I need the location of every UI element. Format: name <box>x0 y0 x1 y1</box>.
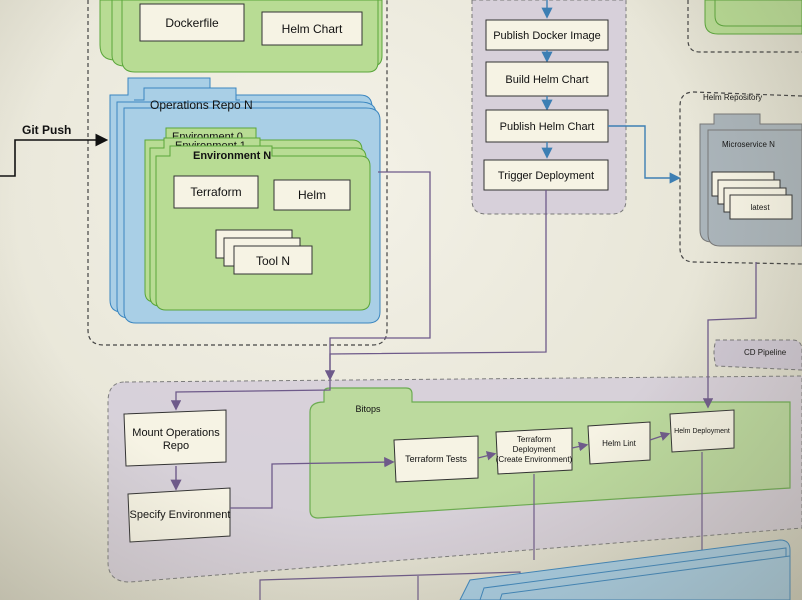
git-push-arrow: Git Push <box>0 123 109 177</box>
helm-deployment-box[interactable]: Helm Deployment <box>669 409 735 453</box>
helm-chart-top-box[interactable]: Helm Chart <box>261 11 363 46</box>
latest-label: latest <box>750 203 770 212</box>
helm-lint-box[interactable]: Helm Lint <box>587 421 651 465</box>
publish-helm-chart-box[interactable]: Publish Helm Chart <box>485 109 609 143</box>
trigger-deployment-label: Trigger Deployment <box>498 170 594 182</box>
cd-pipeline-label: CD Pipeline <box>744 348 787 357</box>
helm-repository-group: Helm Repository <box>679 91 802 265</box>
helm-chart-top-label: Helm Chart <box>282 22 343 36</box>
build-helm-chart-box[interactable]: Build Helm Chart <box>485 61 609 97</box>
bitops-label: Bitops <box>355 404 381 414</box>
dockerfile-box[interactable]: Dockerfile <box>139 3 245 42</box>
terraform-deployment-label-3: (Create Environment) <box>496 455 573 464</box>
publish-docker-image-box[interactable]: Publish Docker Image <box>485 19 609 51</box>
terraform-box[interactable]: Terraform <box>173 175 259 209</box>
microservice-n-label: Microservice N <box>722 140 775 149</box>
top-right-stack <box>687 0 802 53</box>
tool-n-stack[interactable]: Tool N <box>215 229 313 275</box>
tool-n-label: Tool N <box>256 254 290 268</box>
publish-docker-image-label: Publish Docker Image <box>493 30 601 42</box>
terraform-deployment-box[interactable]: Terraform Deployment (Create Environment… <box>495 427 573 475</box>
terraform-tests-box[interactable]: Terraform Tests <box>393 435 479 483</box>
operations-repo-label: Operations Repo N <box>150 98 253 112</box>
build-helm-chart-label: Build Helm Chart <box>505 74 588 86</box>
git-push-label: Git Push <box>22 123 71 137</box>
mount-operations-repo-label-2: Repo <box>163 440 189 452</box>
source-repo-group <box>87 0 388 346</box>
mount-operations-repo-label-1: Mount Operations <box>132 427 220 439</box>
helm-lint-label: Helm Lint <box>602 439 637 448</box>
dockerfile-label: Dockerfile <box>165 16 219 30</box>
environment-n-label: Environment N <box>193 150 271 162</box>
latest-stack[interactable]: latest <box>711 171 793 220</box>
specify-environment-box[interactable]: Specify Environment <box>127 487 231 543</box>
helm-box[interactable]: Helm <box>273 179 351 211</box>
terraform-deployment-label-2: Deployment <box>513 445 556 454</box>
bottom-environment-stack <box>459 539 791 600</box>
helm-deployment-label: Helm Deployment <box>674 428 730 435</box>
helm-repository-label: Helm Repository <box>703 93 762 102</box>
trigger-deployment-box[interactable]: Trigger Deployment <box>483 159 609 191</box>
terraform-tests-label: Terraform Tests <box>405 454 467 464</box>
helm-label: Helm <box>298 188 326 202</box>
terraform-deployment-label-1: Terraform <box>517 435 552 444</box>
terraform-label: Terraform <box>190 185 241 199</box>
specify-environment-label: Specify Environment <box>130 509 231 521</box>
environment-stack: Environment 0 Environment 1 Environment … <box>144 127 371 311</box>
publish-helm-chart-label: Publish Helm Chart <box>500 121 595 133</box>
mount-operations-repo-box[interactable]: Mount Operations Repo <box>123 409 227 467</box>
